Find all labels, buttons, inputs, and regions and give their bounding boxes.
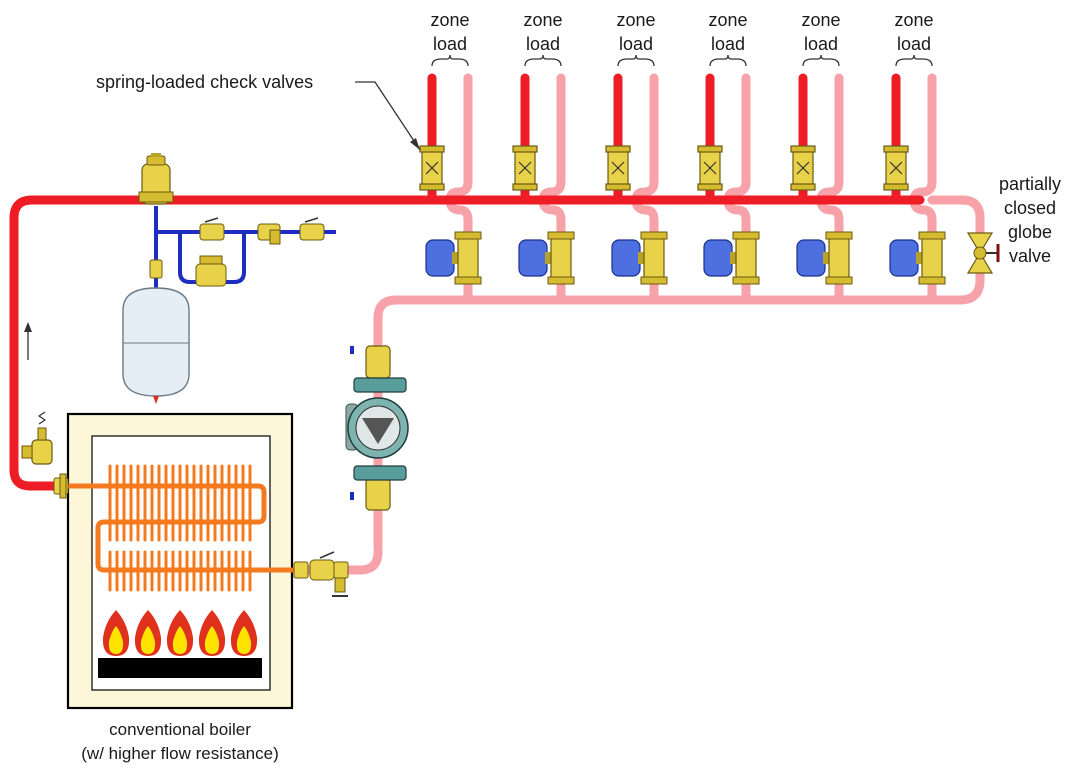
svg-text:valve: valve [1009,246,1051,266]
svg-text:load: load [897,34,931,54]
check-valve-icon [419,145,445,191]
zone-load-label: zone load [616,10,656,67]
check-valves [419,145,909,191]
supply-piping [9,73,925,491]
boiler-return-fitting [293,551,349,597]
zone-load-label: zone load [708,10,748,67]
circulator-icon [611,231,668,285]
svg-text:load: load [711,34,745,54]
burner [98,658,262,678]
circulator-icon [518,231,575,285]
svg-text:load: load [526,34,560,54]
zone-load-label: zone load [523,10,563,67]
circulator-icon [703,231,760,285]
zone-load-label: zone load [430,10,470,67]
svg-text:closed: closed [1004,198,1056,218]
flame-icon [102,610,130,656]
circulator-icon [362,418,394,444]
check-valves-callout: spring-loaded check valves [96,72,421,151]
flow-arrow-icon [24,322,32,360]
check-valves-label: spring-loaded check valves [96,72,313,92]
flame-icon [134,610,162,656]
check-valve-icon [512,145,538,191]
system-circulator [345,345,409,511]
svg-text:globe: globe [1008,222,1052,242]
svg-text:zone: zone [523,10,562,30]
circulator-icon [425,231,482,285]
expansion-tank-icon [122,287,190,404]
zone-load-labels: zone load zone load zone load zone load … [430,10,934,67]
boiler-supply-fitting [53,473,69,499]
fill-valve-fittings [149,217,325,287]
svg-text:(w/ higher flow resistance): (w/ higher flow resistance) [81,744,278,763]
flame-icon [230,610,258,656]
check-valve-icon [790,145,816,191]
globe-valve-label: partially closed globe valve [999,174,1061,266]
air-separator-icon [138,153,174,205]
svg-text:zone: zone [894,10,933,30]
svg-text:load: load [804,34,838,54]
svg-text:zone: zone [430,10,469,30]
flame-icon [198,610,226,656]
globe-valve-icon [966,232,1000,274]
circulator-icon [796,231,853,285]
svg-text:zone: zone [708,10,747,30]
svg-text:zone: zone [616,10,655,30]
svg-text:conventional boiler: conventional boiler [109,720,251,739]
relief-valve-icon [21,411,53,465]
svg-text:load: load [433,34,467,54]
zone-load-label: zone load [801,10,841,67]
return-piping [295,73,985,575]
svg-text:load: load [619,34,653,54]
boiler-caption: conventional boiler (w/ higher flow resi… [81,720,278,763]
svg-text:zone: zone [801,10,840,30]
circulator-icon [889,231,946,285]
zone-circulators [425,231,946,285]
coil-fins [108,464,252,592]
zone-load-label: zone load [894,10,934,67]
flame-icon [166,610,194,656]
check-valve-icon [605,145,631,191]
check-valve-icon [883,145,909,191]
burner-flames [102,610,258,656]
svg-text:partially: partially [999,174,1061,194]
boiler [66,412,300,710]
check-valve-icon [697,145,723,191]
